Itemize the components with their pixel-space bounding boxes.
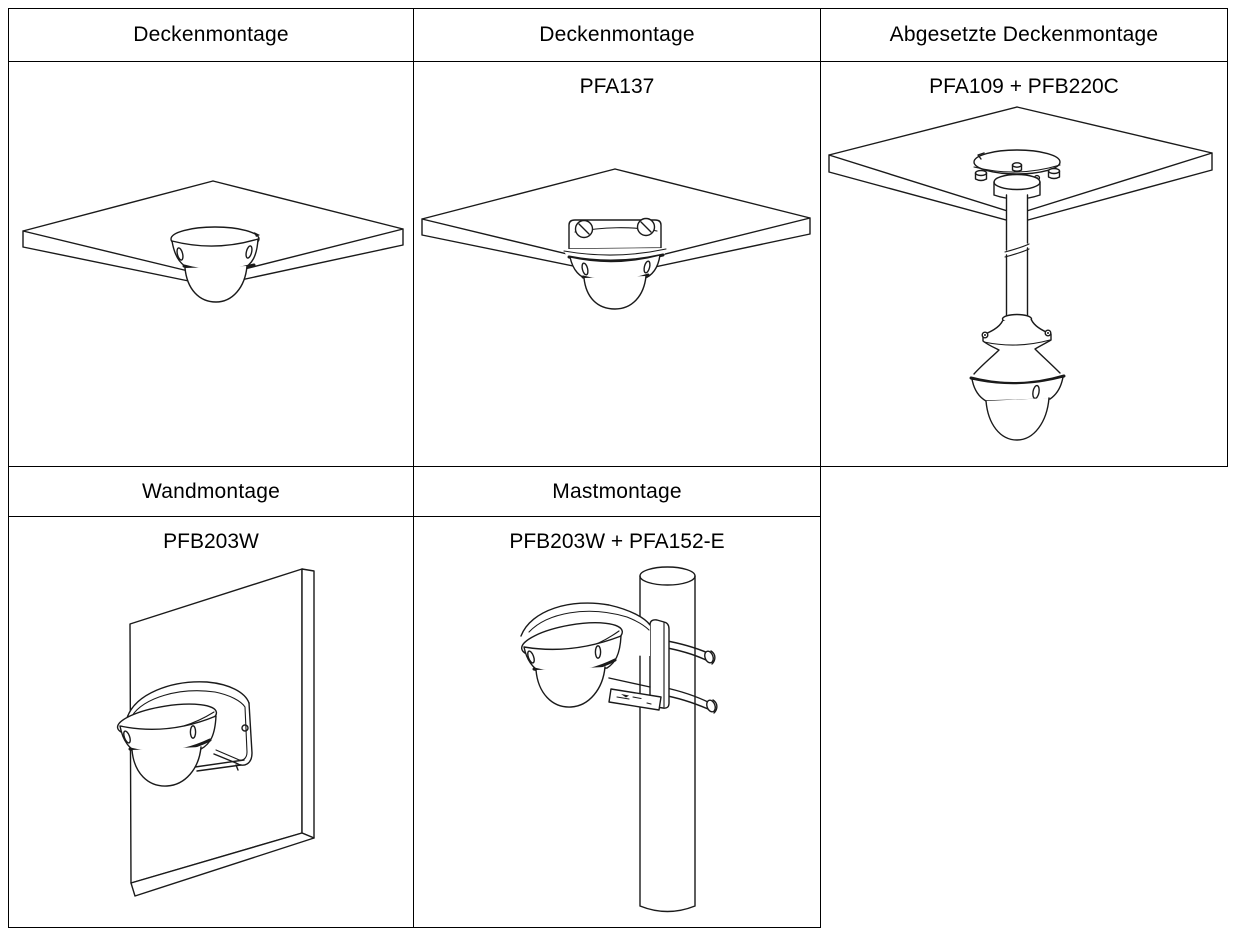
mounting-table-bottom: Wandmontage Mastmontage PFB203W [8,467,823,928]
pole-cylinder [639,566,696,913]
mounting-plate [973,149,1061,200]
ceiling-mount-illustration [22,180,404,303]
header-cell-ceiling-mount-2: Deckenmontage [414,9,821,62]
dome-camera [563,248,667,310]
dome-camera [521,622,623,708]
cell-ceiling-mount-pfa137: PFA137 [414,62,821,467]
wall-mount-illustration [116,568,315,897]
product-label-pfb203w-pfa152e: PFB203W + PFA152-E [509,530,725,553]
pendant-dome-camera [969,374,1066,441]
bracket-plate [649,619,670,709]
header-cell-wall-mount: Wandmontage [9,467,414,517]
dome-camera [170,226,260,303]
ceiling-mount-pfa137-illustration [421,168,811,310]
cell-wall-mount: PFB203W [9,517,414,928]
dome-camera [116,703,218,787]
cell-pole-mount: PFB203W + PFA152-E [414,517,821,928]
pole-mount-illustration [520,566,718,913]
header-cell-pole-mount: Mastmontage [414,467,821,517]
mounting-options-table: Deckenmontage Deckenmontage Abgesetzte D… [8,8,1228,928]
junction-box [568,217,662,250]
product-label-pfa109-pfb220c: PFA109 + PFB220C [929,75,1119,98]
cell-pendant-mount: PFA109 + PFB220C [821,62,1228,467]
product-label-pfb203w: PFB203W [163,530,259,553]
header-cell-pendant-ceiling-mount: Abgesetzte Deckenmontage [821,9,1228,62]
cell-ceiling-mount-direct [9,62,414,467]
product-label-pfa137: PFA137 [579,75,655,98]
pendant-mount-illustration [828,106,1213,441]
header-cell-ceiling-mount-1: Deckenmontage [9,9,414,62]
pendant-pole [1004,194,1030,318]
mounting-table-top: Deckenmontage Deckenmontage Abgesetzte D… [8,8,1228,467]
